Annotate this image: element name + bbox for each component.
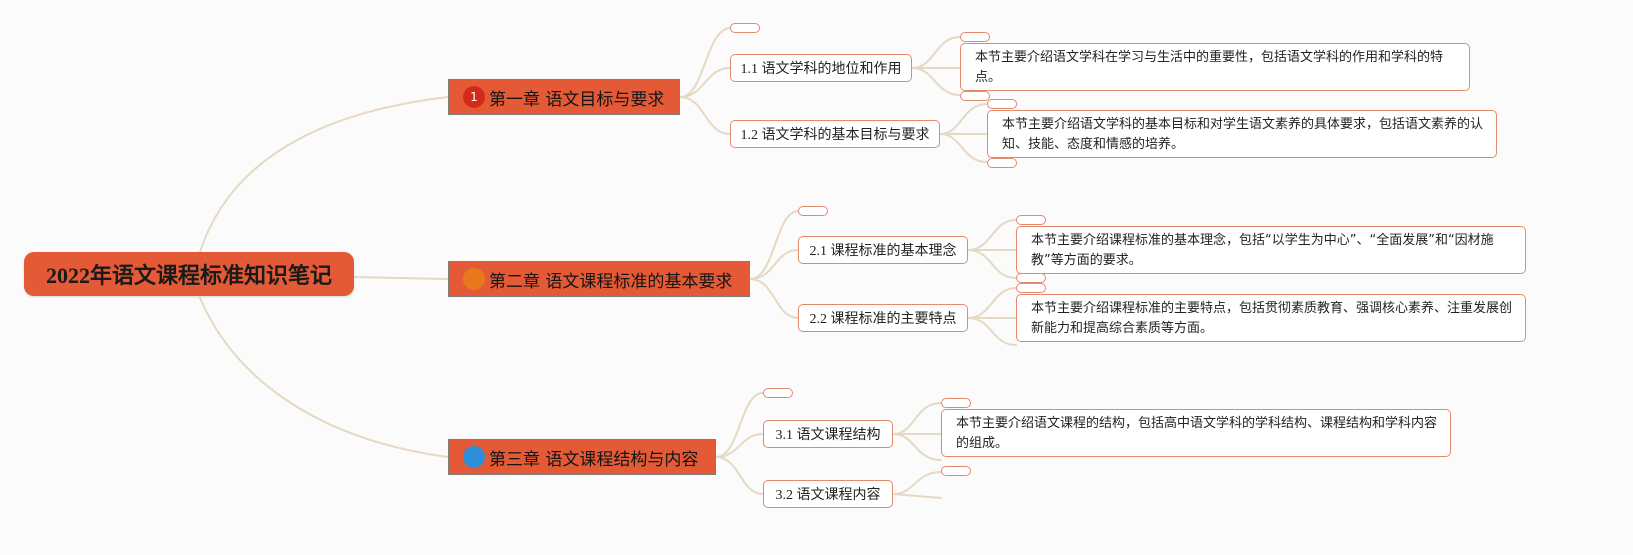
- section-3-2[interactable]: 3.2 语文课程内容: [763, 480, 893, 508]
- section-1-2-note-text: 本节主要介绍语文学科的基本目标和对学生语文素养的具体要求，包括语文素养的认知、技…: [1002, 117, 1484, 152]
- root-title: 2022年语文课程标准知识笔记: [45, 263, 332, 288]
- chapter-3-topic[interactable]: 第三章 语文课程结构与内容: [448, 439, 716, 475]
- section-1-2[interactable]: 1.2 语文学科的基本目标与要求: [730, 120, 940, 148]
- section-3-2-title: 3.2 语文课程内容: [775, 488, 881, 503]
- empty-topic-stub[interactable]: [730, 23, 760, 33]
- section-2-2-note[interactable]: 本节主要介绍课程标准的主要特点，包括贯彻素质教育、强调核心素养、注重发展创新能力…: [1016, 294, 1526, 342]
- section-2-2-note-text: 本节主要介绍课程标准的主要特点，包括贯彻素质教育、强调核心素养、注重发展创新能力…: [1031, 301, 1513, 336]
- chapter-1-topic[interactable]: 1 第一章 语文目标与要求: [448, 79, 680, 115]
- section-2-1-note-text: 本节主要介绍课程标准的基本理念，包括“以学生为中心”、“全面发展”和“因材施教”…: [1031, 233, 1494, 268]
- section-3-1-note[interactable]: 本节主要介绍语文课程的结构，包括高中语文学科的学科结构、课程结构和学科内容的组成…: [941, 409, 1451, 457]
- empty-topic-stub[interactable]: [941, 398, 971, 408]
- section-3-1[interactable]: 3.1 语文课程结构: [763, 420, 893, 448]
- root-topic[interactable]: 2022年语文课程标准知识笔记: [24, 252, 354, 296]
- empty-topic-stub[interactable]: [987, 99, 1017, 109]
- empty-topic-stub[interactable]: [960, 91, 990, 101]
- section-1-2-note[interactable]: 本节主要介绍语文学科的基本目标和对学生语文素养的具体要求，包括语文素养的认知、技…: [987, 110, 1497, 158]
- empty-topic-stub[interactable]: [960, 32, 990, 42]
- connector-root-ch1: [199, 96, 449, 253]
- section-1-1-note-text: 本节主要介绍语文学科在学习与生活中的重要性，包括语文学科的作用和学科的特点。: [975, 50, 1444, 85]
- number-1-badge-icon: 1: [463, 86, 485, 108]
- section-2-1-title: 2.1 课程标准的基本理念: [809, 244, 957, 259]
- section-1-1[interactable]: 1.1 语文学科的地位和作用: [730, 54, 912, 82]
- section-1-2-title: 1.2 语文学科的基本目标与要求: [740, 128, 930, 143]
- section-2-1-note[interactable]: 本节主要介绍课程标准的基本理念，包括“以学生为中心”、“全面发展”和“因材施教”…: [1016, 226, 1526, 274]
- number-2-badge-icon: [463, 268, 485, 290]
- section-1-1-note[interactable]: 本节主要介绍语文学科在学习与生活中的重要性，包括语文学科的作用和学科的特点。: [960, 43, 1470, 91]
- section-3-1-note-text: 本节主要介绍语文课程的结构，包括高中语文学科的学科结构、课程结构和学科内容的组成…: [956, 416, 1438, 451]
- number-3-badge-icon: [463, 446, 485, 468]
- empty-topic-stub[interactable]: [987, 158, 1017, 168]
- empty-topic-stub[interactable]: [763, 388, 793, 398]
- empty-topic-stub[interactable]: [1016, 215, 1046, 225]
- connector-root-ch2: [353, 276, 449, 280]
- chapter-2-topic[interactable]: 第二章 语文课程标准的基本要求: [448, 261, 750, 297]
- section-3-1-title: 3.1 语文课程结构: [775, 428, 881, 443]
- empty-topic-stub[interactable]: [1016, 283, 1046, 293]
- section-2-2[interactable]: 2.2 课程标准的主要特点: [798, 304, 968, 332]
- empty-topic-stub[interactable]: [1016, 273, 1046, 283]
- section-1-1-title: 1.1 语文学科的地位和作用: [740, 62, 902, 77]
- section-2-1[interactable]: 2.1 课程标准的基本理念: [798, 236, 968, 264]
- empty-topic-stub[interactable]: [941, 466, 971, 476]
- connector-root-ch3: [199, 297, 449, 458]
- section-2-2-title: 2.2 课程标准的主要特点: [809, 312, 957, 327]
- chapter-3-title: 第三章 语文课程结构与内容: [489, 449, 699, 470]
- chapter-2-title: 第二章 语文课程标准的基本要求: [489, 271, 733, 292]
- empty-topic-stub[interactable]: [798, 206, 828, 216]
- chapter-1-title: 第一章 语文目标与要求: [489, 89, 665, 110]
